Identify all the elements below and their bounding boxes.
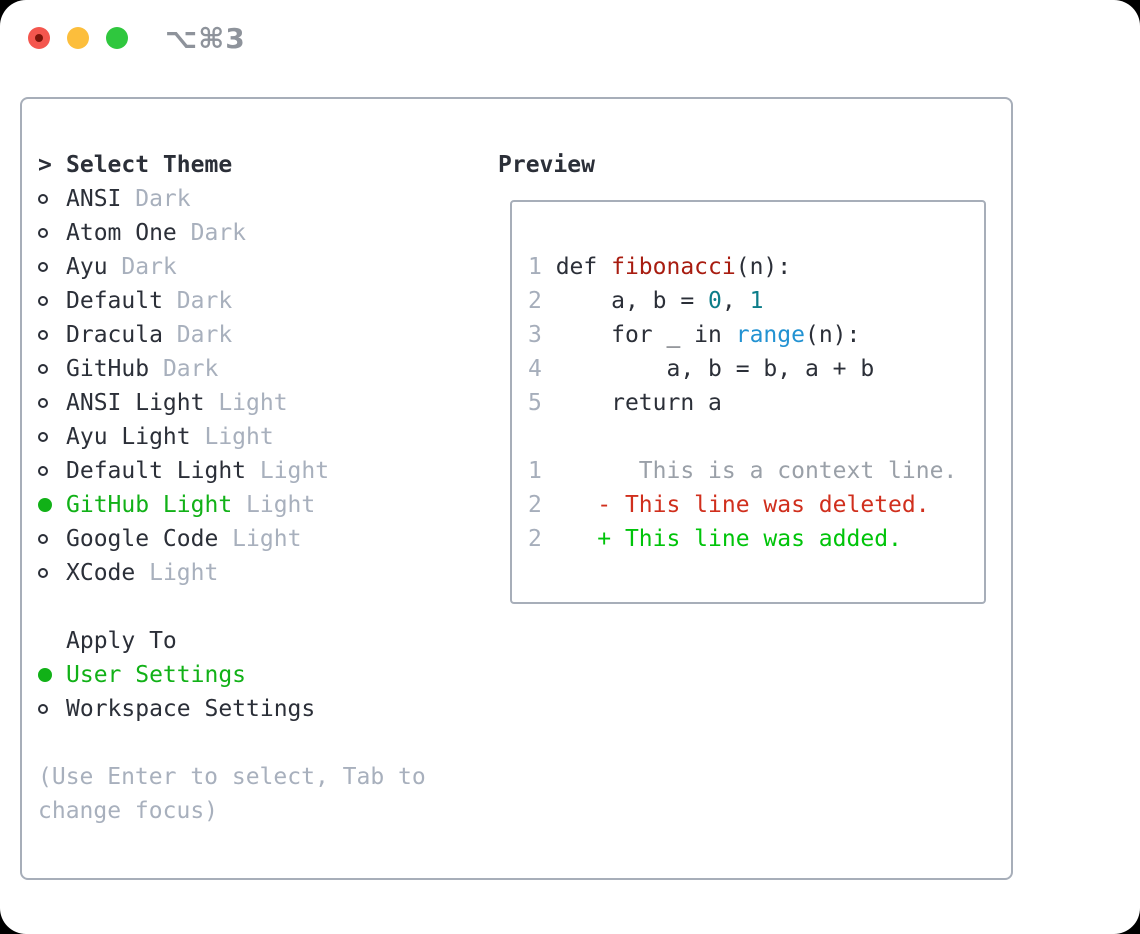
theme-name: Ayu Light (66, 424, 191, 450)
apply-option-workspace-settings[interactable]: Workspace Settings (38, 692, 478, 726)
apply-name: Workspace Settings (66, 696, 316, 722)
theme-option-ansi[interactable]: ANSI Dark (38, 182, 478, 216)
radio-unselected-icon (38, 364, 48, 374)
code-line: 3 for _ in range(n): (528, 322, 861, 348)
theme-option-xcode[interactable]: XCode Light (38, 556, 478, 590)
radio-unselected-icon (38, 568, 48, 578)
radio-unselected-icon (38, 228, 48, 238)
theme-variant-label: Light (204, 390, 288, 416)
theme-name: Google Code (66, 526, 219, 552)
code-preview-box: 1 def fibonacci(n): 2 a, b = 0, 1 3 for _ … (510, 200, 986, 604)
code-blank-line (528, 420, 984, 454)
theme-name: GitHub Light (66, 492, 233, 518)
apply-name: User Settings (66, 662, 247, 688)
theme-name: ANSI (66, 186, 122, 212)
theme-option-github-light[interactable]: GitHub Light Light (38, 488, 478, 522)
line-number: 2 (528, 288, 556, 314)
theme-name: XCode (66, 560, 136, 586)
window-title: ⌥⌘3 (165, 22, 246, 55)
spacer (38, 590, 478, 624)
theme-variant-label: Light (246, 458, 330, 484)
prompt-icon: > (38, 152, 52, 178)
code-line: 4 a, b = b, a + b (528, 356, 875, 382)
radio-unselected-icon (38, 296, 48, 306)
theme-variant-label: Dark (162, 322, 233, 348)
radio-unselected-icon (38, 466, 48, 476)
radio-unselected-icon (38, 194, 48, 204)
theme-variant-label: Light (218, 526, 302, 552)
apply-option-user-settings[interactable]: User Settings (38, 658, 478, 692)
hint-text: (Use Enter to select, Tab to change focu… (38, 764, 426, 824)
theme-option-github[interactable]: GitHub Dark (38, 352, 478, 386)
code-line: 5 return a (528, 390, 722, 416)
theme-option-ansi-light[interactable]: ANSI Light Light (38, 386, 478, 420)
line-number: 2 (528, 492, 556, 518)
theme-variant-label: Dark (162, 288, 233, 314)
select-theme-title: Select Theme (66, 152, 233, 178)
spacer (38, 726, 478, 760)
theme-variant-label: Light (135, 560, 219, 586)
theme-option-atom-one[interactable]: Atom One Dark (38, 216, 478, 250)
minimize-icon[interactable] (67, 27, 89, 49)
theme-name: Dracula (66, 322, 163, 348)
theme-variant-label: Dark (176, 220, 247, 246)
radio-unselected-icon (38, 704, 48, 714)
code-line: 2 - This line was deleted. (528, 492, 930, 518)
code-line: 2 a, b = 0, 1 (528, 288, 764, 314)
apply-to-header: Apply To (38, 624, 478, 658)
theme-variant-label: Dark (107, 254, 177, 280)
preview-title: Preview (498, 152, 595, 178)
line-number: 2 (528, 526, 556, 552)
radio-selected-icon (38, 668, 52, 682)
theme-option-default-light[interactable]: Default Light Light (38, 454, 478, 488)
theme-option-default[interactable]: Default Dark (38, 284, 478, 318)
theme-option-ayu-light[interactable]: Ayu Light Light (38, 420, 478, 454)
apply-to-title: Apply To (66, 628, 177, 654)
theme-variant-label: Dark (149, 356, 219, 382)
titlebar: ⌥⌘3 (0, 0, 1140, 76)
radio-unselected-icon (38, 330, 48, 340)
theme-name: Default (66, 288, 163, 314)
radio-unselected-icon (38, 398, 48, 408)
code-line: 1 def fibonacci(n): (528, 254, 792, 280)
theme-name: ANSI Light (66, 390, 205, 416)
theme-variant-label: Dark (121, 186, 191, 212)
radio-unselected-icon (38, 262, 48, 272)
line-number: 1 (528, 458, 556, 484)
radio-unselected-icon (38, 534, 48, 544)
theme-option-ayu[interactable]: Ayu Dark (38, 250, 478, 284)
line-number: 1 (528, 254, 556, 280)
theme-option-dracula[interactable]: Dracula Dark (38, 318, 478, 352)
theme-name: Default Light (66, 458, 247, 484)
close-dot-icon (35, 34, 43, 42)
close-icon[interactable] (28, 27, 50, 49)
theme-name: Ayu (66, 254, 108, 280)
theme-name: GitHub (66, 356, 150, 382)
line-number: 5 (528, 390, 556, 416)
theme-variant-label: Light (232, 492, 316, 518)
maximize-icon[interactable] (106, 27, 128, 49)
theme-variant-label: Light (190, 424, 274, 450)
line-number: 3 (528, 322, 556, 348)
select-theme-header: > Select Theme (38, 148, 478, 182)
theme-option-google-code[interactable]: Google Code Light (38, 522, 478, 556)
radio-unselected-icon (38, 432, 48, 442)
radio-selected-icon (38, 498, 52, 512)
code-line: 1 This is a context line. (528, 458, 958, 484)
theme-name: Atom One (66, 220, 177, 246)
code-line: 2 + This line was added. (528, 526, 902, 552)
line-number: 4 (528, 356, 556, 382)
